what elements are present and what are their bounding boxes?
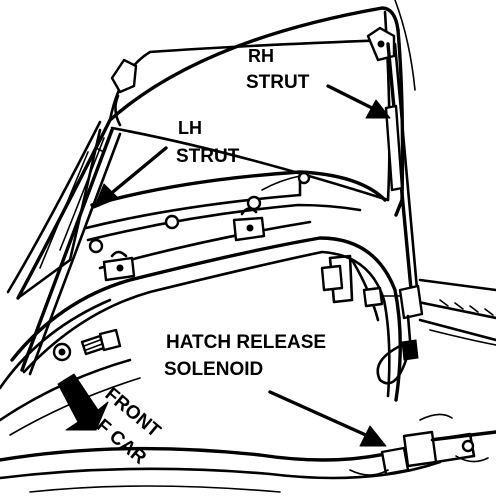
rh-strut-callout-arrow [326,84,391,119]
solenoid-callout-arrow [268,390,387,447]
lh-strut [20,128,122,376]
hatch-lid [6,0,416,300]
lid-hinge-left [110,58,138,127]
lh-strut-callout-arrow [93,146,168,209]
lh-strut-label-line1: LH [178,118,202,138]
header-brackets [88,171,311,282]
hatch-release-solenoid [349,413,489,476]
solenoid-label-line1: HATCH RELEASE [166,332,326,353]
loose-bolt-parts [52,328,122,362]
rh-strut-label-line2: STRUT [246,72,310,93]
rh-strut [320,42,424,385]
rh-strut-label-line1: RH [248,46,274,66]
solenoid-label-line2: SOLENOID [164,359,263,380]
front-of-car-arrow [57,373,109,431]
lh-strut-label-line2: STRUT [176,146,240,167]
